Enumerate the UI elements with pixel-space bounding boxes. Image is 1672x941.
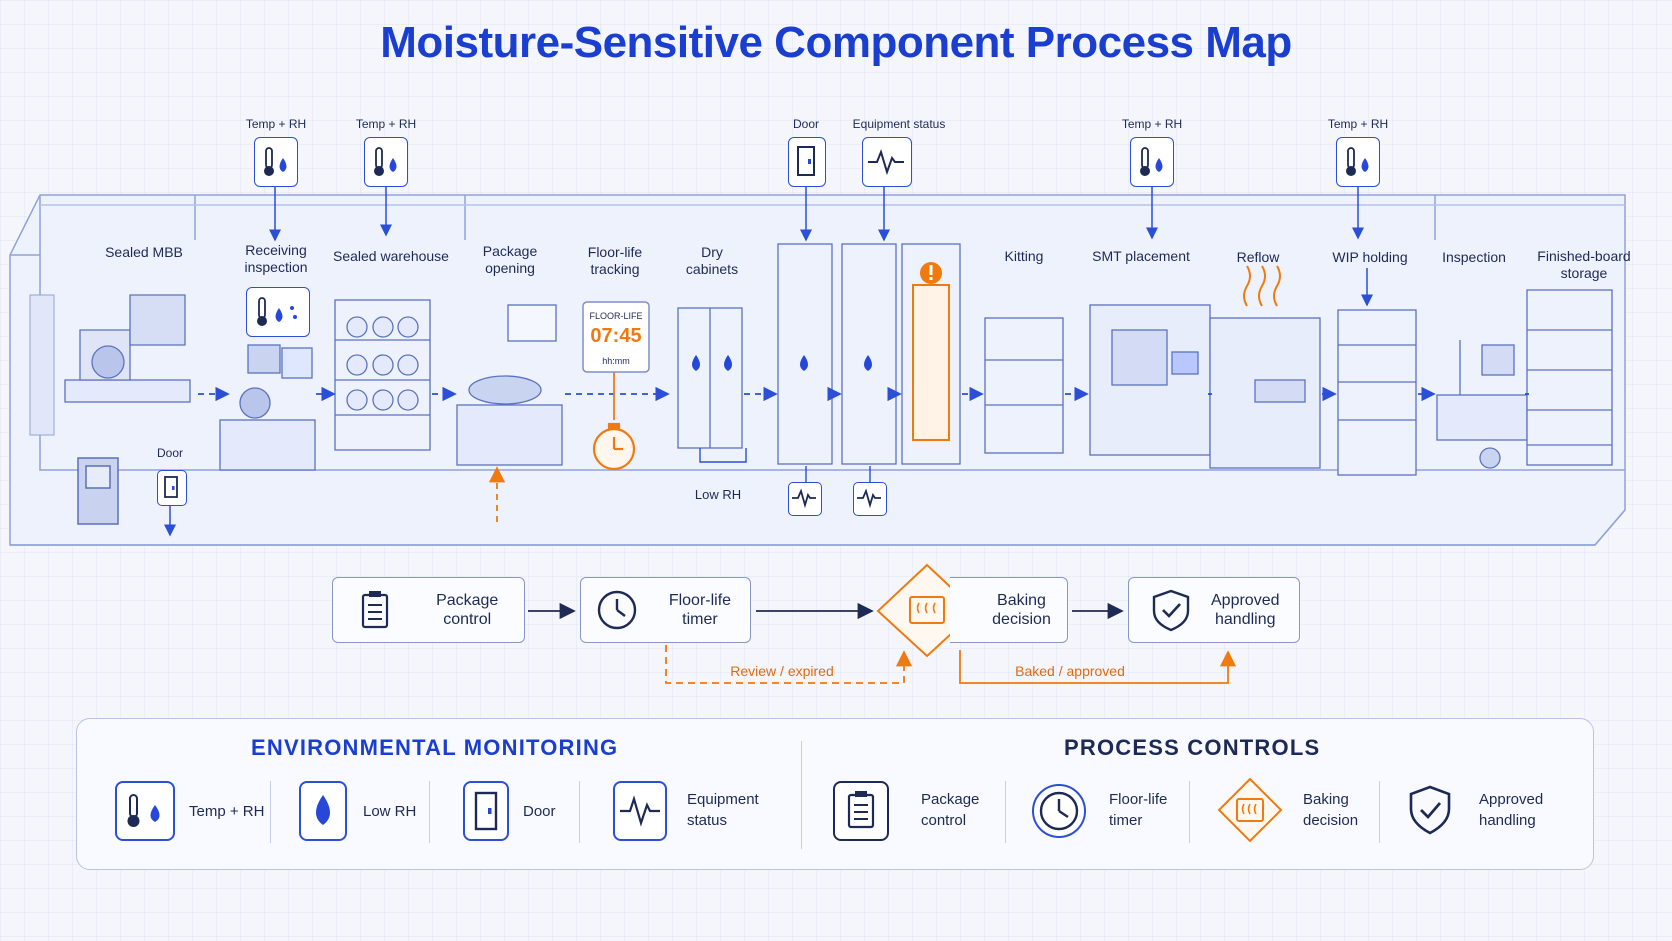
pulse-icon — [613, 781, 667, 841]
station-label-sealed-warehouse: Sealed warehouse — [333, 248, 449, 264]
sensor-temp-rh-1 — [254, 137, 298, 187]
door-icon — [164, 476, 178, 498]
legend-env-label: Temp + RH — [189, 803, 265, 820]
temp-rh-icon — [1140, 147, 1163, 176]
sensor-label-low-rh: Low RH — [694, 487, 742, 502]
timer-value: 07:45 — [590, 325, 642, 347]
low-rh-connector — [699, 448, 871, 485]
timer-unit: hh:mm — [602, 356, 630, 366]
door-icon — [797, 146, 815, 176]
pulse-icon — [857, 488, 881, 509]
sensor-temp-rh-4 — [1336, 137, 1380, 187]
baked-approved-label: Baked / approved — [1015, 663, 1125, 679]
legend-panel: ENVIRONMENTAL MONITORING PROCESS CONTROL… — [76, 718, 1594, 870]
receiving-temp-rh-icon — [246, 287, 310, 337]
station-label-wip-holding: WIP holding — [1332, 249, 1408, 265]
sensor-label-temp-rh-1: Temp + RH — [245, 117, 307, 131]
legend-proc-label: Baking decision — [1303, 791, 1359, 829]
flow-step-approved-handling: Approved handling — [1128, 577, 1300, 643]
station-label-dry-cabinets: Dry cabinets — [685, 244, 739, 277]
stopwatch-icon — [592, 422, 636, 471]
temp-rh-icon — [264, 147, 287, 176]
station-label-package-opening: Package opening — [482, 243, 538, 276]
legend-env-label: Low RH — [363, 803, 417, 820]
flow-step-baking-decision: Baking decision — [950, 577, 1068, 643]
sensor-connectors — [164, 187, 1373, 537]
sensor-label-temp-rh-2: Temp + RH — [355, 117, 417, 131]
flow-step-package-control: Package control — [332, 577, 525, 643]
station-label-inspection: Inspection — [1442, 249, 1506, 265]
oven-icon — [1215, 775, 1285, 845]
clock-icon — [1030, 781, 1088, 841]
legend-proc-label: Approved handling — [1479, 791, 1544, 829]
legend-proc-title: PROCESS CONTROLS — [1064, 735, 1321, 760]
low-rh-drop-marks — [692, 355, 872, 371]
shield-check-icon — [1152, 589, 1190, 632]
sensor-label-door-top: Door — [792, 117, 820, 131]
door-icon — [463, 781, 509, 841]
station-label-smt-placement: SMT placement — [1092, 248, 1190, 264]
temp-rh-icon — [1346, 147, 1369, 176]
review-expired-label: Review / expired — [730, 663, 834, 679]
clock-icon — [597, 590, 637, 630]
legend-env-label: Door — [523, 803, 556, 820]
floor-life-display — [582, 301, 650, 373]
clipboard-icon — [833, 781, 889, 841]
sensor-door-bottom — [157, 470, 187, 506]
flow-step-label: Package control — [436, 592, 499, 628]
station-label-kitting: Kitting — [1004, 248, 1044, 264]
legend-sep — [429, 781, 430, 843]
legend-env-title: ENVIRONMENTAL MONITORING — [251, 735, 619, 760]
flow-step-floor-life-timer: Floor-life timer — [580, 577, 751, 643]
pulse-icon — [868, 148, 904, 176]
sensor-temp-rh-3 — [1130, 137, 1174, 187]
review-expired-path — [665, 645, 913, 684]
sensor-label-equipment-status: Equipment status — [852, 117, 946, 131]
station-equipment — [64, 243, 1613, 476]
temp-rh-icon — [374, 147, 397, 176]
sensor-equipment-status-cab1 — [788, 482, 822, 516]
sensor-equipment-status-top — [862, 137, 912, 187]
shield-check-icon — [1405, 781, 1455, 841]
exit-door — [77, 457, 119, 525]
alert-icon — [920, 262, 942, 284]
temp-rh-icon — [115, 781, 175, 841]
station-label-floor-life-tracking: Floor-life tracking — [587, 244, 643, 277]
sensor-label-temp-rh-4: Temp + RH — [1327, 117, 1389, 131]
baked-approved-path — [959, 650, 1237, 684]
pulse-icon — [792, 488, 816, 509]
legend-sep — [1379, 781, 1380, 843]
legend-sep — [270, 781, 271, 843]
legend-divider — [801, 741, 802, 849]
sensor-door-top — [788, 137, 826, 187]
legend-env-label: Equipment status — [687, 791, 759, 829]
sensor-label-temp-rh-3: Temp + RH — [1121, 117, 1183, 131]
timer-header: FLOOR-LIFE — [589, 311, 643, 321]
legend-sep — [1189, 781, 1190, 843]
flow-step-label: Floor-life timer — [668, 592, 732, 628]
station-label-receiving-inspection: Receiving inspection — [244, 242, 308, 275]
station-label-finished-board-storage: Finished-board storage — [1537, 248, 1631, 281]
legend-proc-label: Floor-life timer — [1109, 791, 1168, 829]
page-title: Moisture-Sensitive Component Process Map — [380, 18, 1292, 67]
legend-sep — [1005, 781, 1006, 843]
flow-step-label: Baking decision — [992, 592, 1051, 628]
temp-rh-icon — [257, 297, 297, 326]
station-label-sealed-mbb: Sealed MBB — [105, 244, 183, 260]
flow-step-label: Approved handling — [1211, 592, 1280, 628]
legend-sep — [579, 781, 580, 843]
legend-proc-label: Package control — [921, 791, 980, 829]
clipboard-icon — [361, 591, 389, 629]
station-label-reflow: Reflow — [1236, 249, 1280, 265]
sensor-label-door-bottom: Door — [156, 446, 184, 460]
wall-door-left — [29, 294, 55, 436]
sensor-equipment-status-cab2 — [853, 482, 887, 516]
sensor-temp-rh-2 — [364, 137, 408, 187]
drop-icon — [299, 781, 347, 841]
